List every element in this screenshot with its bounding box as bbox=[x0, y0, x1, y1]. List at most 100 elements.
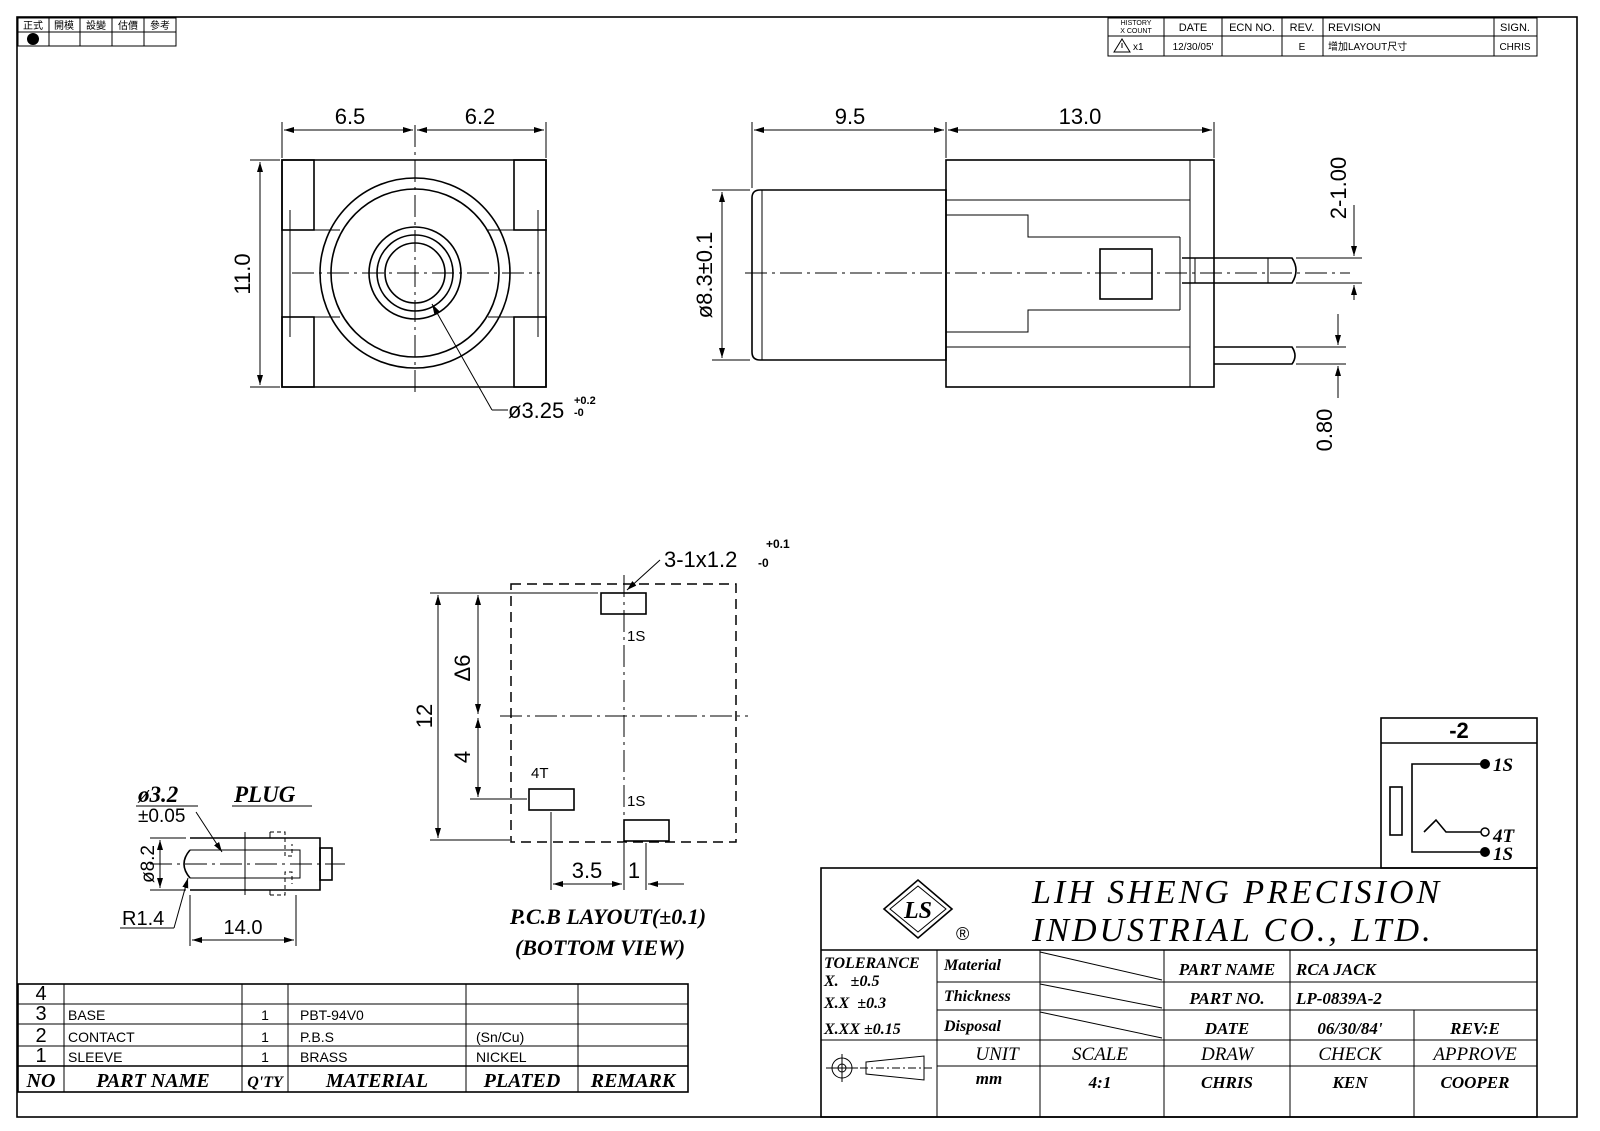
pcb-layout: 1S 4T 1S 3-1x1.2 +0.1 -0 12 Δ6 4 3.5 1 P… bbox=[412, 537, 790, 960]
pcb-pad-1s-top bbox=[600, 592, 647, 615]
disposal-label: Disposal bbox=[943, 1018, 1001, 1035]
front-dim-right: 6.2 bbox=[465, 104, 496, 129]
plug-length: 14.0 bbox=[224, 917, 263, 939]
pin-dot-1s-bottom-icon bbox=[1480, 847, 1490, 857]
approve-label: APPROVE bbox=[1431, 1044, 1517, 1065]
draw-label: DRAW bbox=[1200, 1044, 1255, 1065]
bom-cell-qty: 1 bbox=[261, 1049, 269, 1065]
pcb-caption-bottom-view: (BOTTOM VIEW) bbox=[515, 935, 685, 960]
draw-value: CHRIS bbox=[1201, 1073, 1253, 1092]
rev-row-mark: x1 bbox=[1133, 42, 1144, 53]
bom-cell-material: BRASS bbox=[300, 1049, 347, 1065]
pcb-dim-3-5: 3.5 bbox=[572, 858, 603, 883]
side-dim-diameter: ø8.3±0.1 bbox=[692, 232, 717, 319]
front-hole-tol-minus: -0 bbox=[574, 407, 584, 419]
bom-header-qty: Q'TY bbox=[247, 1074, 284, 1091]
check-label: CHECK bbox=[1318, 1044, 1383, 1065]
front-hole-dimension: ø3.25 bbox=[508, 398, 564, 423]
corner-header-mold: 開模 bbox=[54, 20, 74, 32]
rev-row-sign: CHRIS bbox=[1499, 42, 1530, 53]
rev-row-date: 12/30/05' bbox=[1173, 42, 1214, 53]
approve-value: COOPER bbox=[1441, 1073, 1510, 1092]
title-block: LS ® LIH SHENG PRECISION INDUSTRIAL CO.,… bbox=[820, 867, 1538, 1118]
bom-header-material: MATERIAL bbox=[325, 1070, 428, 1092]
pcb-slot-label: 3-1x1.2 bbox=[664, 547, 737, 572]
part-name-label: PART NAME bbox=[1178, 960, 1276, 979]
rev-header-ecn: ECN NO. bbox=[1229, 22, 1275, 34]
pcb-label-1s-top: 1S bbox=[627, 628, 645, 645]
logo-registered-mark: ® bbox=[956, 924, 969, 944]
tolerance-x: X. ±0.5 bbox=[823, 973, 879, 990]
tolerance-label: TOLERANCE bbox=[824, 955, 920, 972]
bom-cell-material: PBT-94V0 bbox=[300, 1007, 364, 1023]
front-hole-tol-plus: +0.2 bbox=[574, 395, 596, 407]
scale-value: 4:1 bbox=[1088, 1073, 1112, 1092]
rev-header-revision: REVISION bbox=[1328, 22, 1381, 34]
bom-cell-material: P.B.S bbox=[300, 1029, 334, 1045]
revision-value: REV:E bbox=[1449, 1019, 1500, 1038]
rev-header-date: DATE bbox=[1179, 22, 1208, 34]
pcb-pad-1s-bottom bbox=[623, 819, 670, 842]
side-view: 9.5 13.0 ø8.3±0.1 2-1.00 0.80 bbox=[692, 104, 1362, 451]
corner-header-formal: 正式 bbox=[23, 19, 43, 32]
bom-cell-qty: 1 bbox=[261, 1029, 269, 1045]
company-name-line1: LIH SHENG PRECISION bbox=[1031, 874, 1442, 911]
company-logo-icon: LS bbox=[882, 878, 954, 940]
plug-diameter: ø3.2 bbox=[137, 782, 178, 807]
plug-radius: R1.4 bbox=[122, 908, 164, 930]
date-label: DATE bbox=[1204, 1019, 1249, 1038]
unit-label: UNIT bbox=[975, 1044, 1020, 1065]
revision-triangle-icon bbox=[1113, 38, 1131, 53]
rev-header-rev: REV. bbox=[1290, 22, 1315, 34]
schematic-title: -2 bbox=[1449, 718, 1469, 743]
rev-header-history: HISTORY bbox=[1121, 20, 1152, 27]
tolerance-xx: X.X ±0.3 bbox=[823, 995, 886, 1012]
tolerance-xxx: X.XX ±0.15 bbox=[823, 1021, 901, 1038]
front-dim-left: 6.5 bbox=[335, 104, 366, 129]
thickness-label: Thickness bbox=[944, 988, 1011, 1005]
schematic-pin-1s-top: 1S bbox=[1493, 755, 1513, 776]
formal-dot-icon bbox=[27, 33, 39, 45]
side-dim-pin-thickness: 0.80 bbox=[1312, 409, 1337, 452]
pcb-dim-4: 4 bbox=[450, 751, 475, 763]
schematic-box: -2 1S 4T 1S bbox=[1380, 717, 1538, 869]
pcb-caption-layout: P.C.B LAYOUT(±0.1) bbox=[509, 904, 706, 929]
bom-cell-no: 4 bbox=[35, 983, 46, 1005]
company-name-line2: INDUSTRIAL CO., LTD. bbox=[1031, 912, 1434, 949]
bom-cell-plated: NICKEL bbox=[476, 1049, 527, 1065]
corner-header-reference: 參考 bbox=[150, 19, 170, 32]
bom-header-part-name: PART NAME bbox=[95, 1070, 210, 1092]
corner-status-box: 正式 開模 設變 估價 參考 bbox=[17, 17, 177, 47]
rev-header-xcount: X COUNT bbox=[1120, 28, 1152, 35]
rev-header-sign: SIGN. bbox=[1500, 22, 1530, 34]
side-dim-body: 13.0 bbox=[1059, 104, 1102, 129]
pcb-dim-12: 12 bbox=[412, 704, 437, 728]
part-no-label: PART NO. bbox=[1188, 989, 1264, 1008]
pcb-dim-6: Δ6 bbox=[450, 655, 475, 682]
schematic-pin-1s-bottom: 1S bbox=[1493, 844, 1513, 865]
pcb-slot-tol-minus: -0 bbox=[758, 556, 769, 570]
material-label: Material bbox=[943, 957, 1001, 974]
bom-cell-no: 1 bbox=[35, 1045, 46, 1067]
rev-row-revision: 增加LAYOUT尺寸 bbox=[1328, 40, 1407, 53]
bom-cell-no: 2 bbox=[35, 1025, 46, 1047]
svg-text:LS: LS bbox=[903, 898, 932, 924]
front-view: 6.5 6.2 11.0 ø3.25 +0.2 -0 bbox=[230, 104, 596, 423]
revision-table: HISTORY X COUNT DATE ECN NO. REV. REVISI… bbox=[1107, 17, 1538, 57]
pcb-label-4t: 4T bbox=[531, 765, 549, 782]
pin-dot-1s-top-icon bbox=[1480, 759, 1490, 769]
projection-symbol-icon bbox=[826, 1054, 932, 1082]
bom-header-plated: PLATED bbox=[483, 1070, 561, 1092]
plug-dim-8-2: ø8.2 bbox=[138, 845, 159, 883]
bom-cell-plated: (Sn/Cu) bbox=[476, 1029, 524, 1045]
sheet-border bbox=[16, 16, 1578, 1118]
pcb-label-1s-bottom: 1S bbox=[627, 793, 645, 810]
plug-view: ø3.2 ±0.05 PLUG ø8.2 R1.4 14.0 bbox=[120, 782, 345, 946]
side-dim-pin-spacing: 2-1.00 bbox=[1326, 157, 1351, 219]
schematic-pin-4t: 4T bbox=[1492, 826, 1516, 847]
bom-cell-part-name: SLEEVE bbox=[68, 1049, 122, 1065]
corner-header-change: 設變 bbox=[86, 19, 106, 32]
rev-row-rev: E bbox=[1299, 42, 1306, 53]
bom-cell-no: 3 bbox=[35, 1003, 46, 1025]
side-dim-front: 9.5 bbox=[835, 104, 866, 129]
